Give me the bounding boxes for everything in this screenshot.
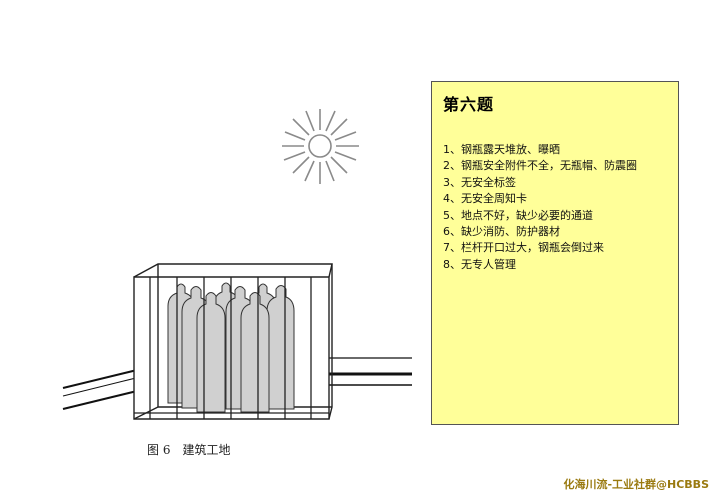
sun-icon	[282, 109, 359, 184]
list-item: 8、无专人管理	[443, 257, 516, 271]
question-panel: 第六题 1、钢瓶露天堆放、曝晒 2、钢瓶安全附件不全，无瓶帽、防震圈 3、无安全…	[431, 81, 679, 425]
figure-number: 图 6	[147, 443, 171, 457]
list-item: 4、无安全周知卡	[443, 192, 527, 206]
watermark: 化海川流-工业社群@HCBBS	[563, 478, 709, 491]
issue-list: 1、钢瓶露天堆放、曝晒 2、钢瓶安全附件不全，无瓶帽、防震圈 3、无安全标签 4…	[443, 142, 637, 273]
list-item: 3、无安全标签	[443, 175, 516, 189]
list-item: 6、缺少消防、防护器材	[443, 225, 560, 239]
cage-bars	[134, 277, 329, 419]
gas-cylinders	[167, 282, 295, 413]
figure-title: 建筑工地	[182, 443, 231, 457]
figure-caption: 图 6 建筑工地	[147, 441, 230, 458]
list-item: 2、钢瓶安全附件不全，无瓶帽、防震圈	[443, 159, 637, 173]
list-item: 5、地点不好，缺少必要的通道	[443, 208, 593, 222]
list-item: 7、栏杆开口过大，钢瓶会倒过来	[443, 241, 604, 255]
list-item: 1、钢瓶露天堆放、曝晒	[443, 143, 560, 156]
panel-title: 第六题	[443, 95, 495, 114]
